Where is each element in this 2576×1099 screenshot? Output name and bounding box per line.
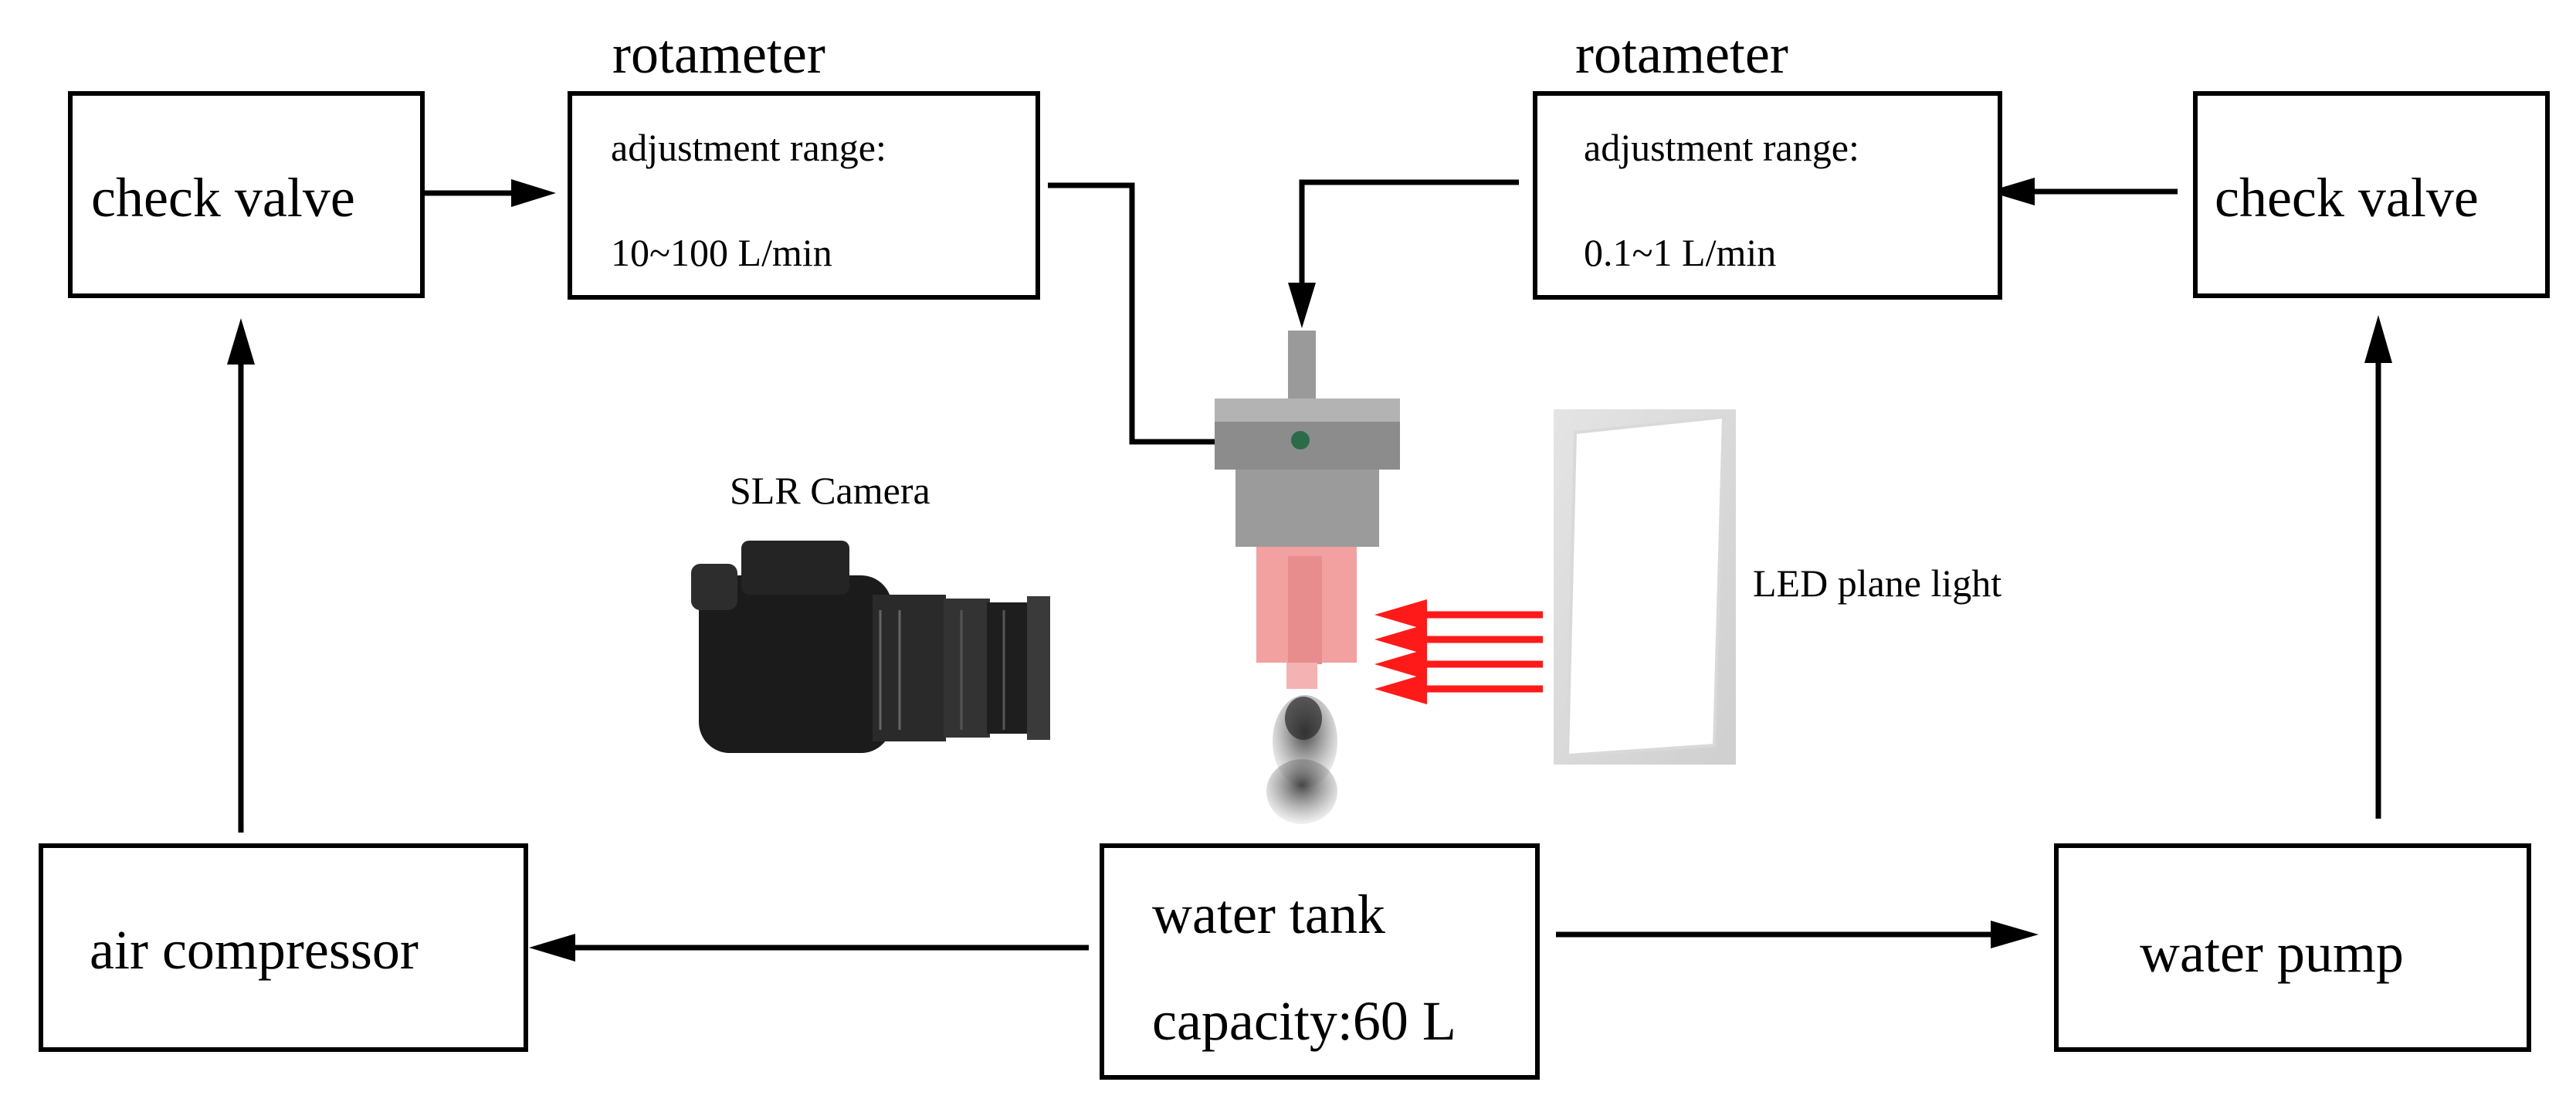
rotameter-right-title: rotameter bbox=[1575, 23, 1788, 85]
check-valve-left-label: check valve bbox=[91, 167, 355, 229]
arrow-checkvalve-to-rotameter-right bbox=[1988, 178, 2178, 205]
light-arrows bbox=[1374, 599, 1543, 704]
check-valve-right-label: check valve bbox=[2215, 167, 2479, 229]
air-compressor-box: air compressor bbox=[39, 843, 528, 1052]
arrow-checkvalve-to-rotameter-left bbox=[425, 179, 556, 207]
check-valve-right-box: check valve bbox=[2193, 91, 2550, 298]
rotameter-left-title: rotameter bbox=[612, 23, 825, 85]
rotameter-left-range-value: 10~100 L/min bbox=[611, 231, 832, 274]
rotameter-right-range-value: 0.1~1 L/min bbox=[1584, 231, 1777, 274]
check-valve-left-box: check valve bbox=[68, 91, 425, 298]
water-tank-box: water tank capacity:60 L bbox=[1100, 843, 1540, 1080]
slr-camera-icon bbox=[691, 541, 1050, 753]
rotameter-right-range-label: adjustment range: bbox=[1584, 126, 1859, 169]
rotameter-left-box: adjustment range: 10~100 L/min bbox=[568, 91, 1040, 300]
spray-plume-icon bbox=[1266, 695, 1337, 824]
air-compressor-label: air compressor bbox=[90, 919, 419, 981]
arrow-rotameter-right-to-nozzle bbox=[1288, 179, 1519, 328]
led-panel-icon bbox=[1554, 409, 1736, 765]
rotameter-left-range-label: adjustment range: bbox=[611, 126, 886, 169]
led-light-label: LED plane light bbox=[1753, 561, 2002, 605]
arrow-pump-to-checkvalve bbox=[2364, 315, 2392, 819]
camera-label: SLR Camera bbox=[730, 469, 930, 512]
water-pump-box: water pump bbox=[2054, 843, 2531, 1052]
spray-nozzle-icon bbox=[1215, 331, 1400, 689]
water-tank-label: water tank bbox=[1152, 884, 1385, 945]
arrow-tank-to-compressor bbox=[529, 934, 1089, 962]
water-pump-label: water pump bbox=[2140, 922, 2404, 984]
arrow-compressor-to-checkvalve bbox=[227, 318, 255, 833]
rotameter-right-box: adjustment range: 0.1~1 L/min bbox=[1533, 91, 2002, 300]
water-tank-capacity: capacity:60 L bbox=[1152, 990, 1456, 1052]
arrow-tank-to-pump bbox=[1556, 921, 2039, 948]
